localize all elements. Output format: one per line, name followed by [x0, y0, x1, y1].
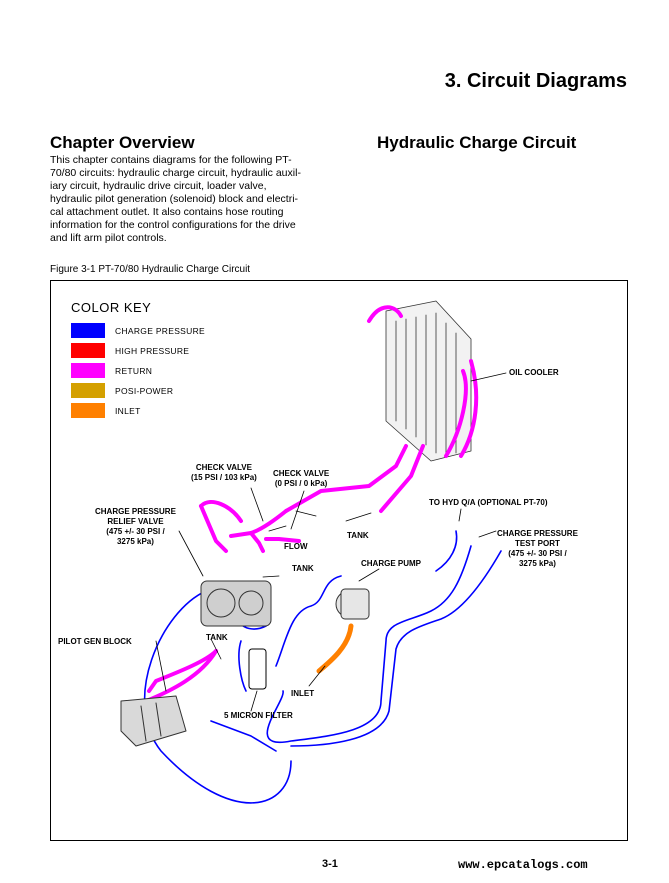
color-key-label: CHARGE PRESSURE	[115, 326, 205, 336]
label-line: (0 PSI / 0 kPa)	[274, 479, 328, 488]
overview-paragraph: This chapter contains diagrams for the f…	[50, 154, 330, 245]
label-test-port: CHARGE PRESSURE TEST PORT (475 +/- 30 PS…	[497, 529, 578, 569]
section-heading: Hydraulic Charge Circuit	[377, 133, 577, 152]
color-key-title: COLOR KEY	[71, 300, 152, 315]
overview-heading: Chapter Overview	[50, 133, 195, 152]
label-line: TEST PORT	[515, 539, 560, 548]
chapter-title: 3. Circuit Diagrams	[444, 70, 627, 92]
label-line: (15 PSI / 103 kPa)	[191, 473, 257, 482]
overview-line: information for the control configuratio…	[50, 219, 296, 231]
charge-pump-graphic	[335, 588, 370, 620]
label-check-valve-0psi: CHECK VALVE (0 PSI / 0 kPa)	[273, 469, 329, 489]
label-line: RELIEF VALVE	[107, 517, 164, 526]
label-tank-lower: TANK	[206, 633, 228, 642]
page-number: 3-1	[322, 858, 338, 870]
label-line: CHECK VALVE	[195, 463, 252, 472]
main-pump-graphic	[200, 580, 272, 627]
overview-line: This chapter contains diagrams for the f…	[50, 154, 292, 166]
label-5-micron-filter: 5 MICRON FILTER	[224, 711, 293, 720]
overview-line: hydraulic pilot generation (solenoid) bl…	[50, 193, 299, 205]
hydraulic-circuit-figure: COLOR KEY CHARGE PRESSURE HIGH PRESSURE …	[50, 280, 628, 841]
pilot-gen-block-graphic	[120, 695, 187, 747]
label-tank-middle: TANK	[292, 564, 314, 573]
label-relief-valve: CHARGE PRESSURE RELIEF VALVE (475 +/- 30…	[95, 507, 176, 547]
color-key-label: POSI-POWER	[115, 386, 174, 396]
label-to-hyd-qa: TO HYD Q/A (OPTIONAL PT-70)	[429, 498, 548, 507]
overview-line: iary circuit, hydraulic drive circuit, l…	[50, 180, 267, 192]
oil-cooler-graphic	[385, 300, 472, 462]
color-key-label: INLET	[115, 406, 141, 416]
color-swatch-inlet	[71, 403, 105, 418]
label-check-valve-15psi: CHECK VALVE (15 PSI / 103 kPa)	[191, 463, 257, 483]
label-line: CHARGE PRESSURE	[497, 529, 578, 538]
color-swatch-posi-power	[71, 383, 105, 398]
color-key-label: HIGH PRESSURE	[115, 346, 190, 356]
color-swatch-charge-pressure	[71, 323, 105, 338]
label-line: CHARGE PRESSURE	[95, 507, 176, 516]
label-line: 3275 kPa)	[116, 537, 154, 546]
overview-line: cal attachment outlet. It also contains …	[50, 206, 284, 218]
label-tank-upper: TANK	[347, 531, 369, 540]
watermark: www.epcatalogs.com	[458, 858, 588, 872]
label-flow: FLOW	[284, 542, 308, 551]
label-inlet: INLET	[291, 689, 315, 698]
label-pilot-gen-block: PILOT GEN BLOCK	[58, 637, 132, 646]
figure-caption: Figure 3-1 PT-70/80 Hydraulic Charge Cir…	[50, 264, 251, 275]
label-charge-pump: CHARGE PUMP	[361, 559, 422, 568]
label-line: 3275 kPa)	[518, 559, 556, 568]
color-swatch-high-pressure	[71, 343, 105, 358]
leader-lines	[155, 372, 507, 712]
filter-graphic	[248, 648, 267, 690]
overview-line: 70/80 circuits: hydraulic charge circuit…	[50, 167, 301, 179]
label-line: (475 +/- 30 PSI /	[106, 527, 165, 536]
color-key-label: RETURN	[115, 366, 153, 376]
label-line: (475 +/- 30 PSI /	[508, 549, 567, 558]
inlet-line	[316, 623, 354, 674]
overview-line: and lift arm pilot controls.	[50, 232, 167, 244]
color-swatch-return	[71, 363, 105, 378]
circuit-diagram	[120, 300, 507, 804]
label-oil-cooler: OIL COOLER	[509, 368, 559, 377]
label-line: CHECK VALVE	[273, 469, 330, 478]
charge-pressure-lines	[143, 530, 502, 804]
